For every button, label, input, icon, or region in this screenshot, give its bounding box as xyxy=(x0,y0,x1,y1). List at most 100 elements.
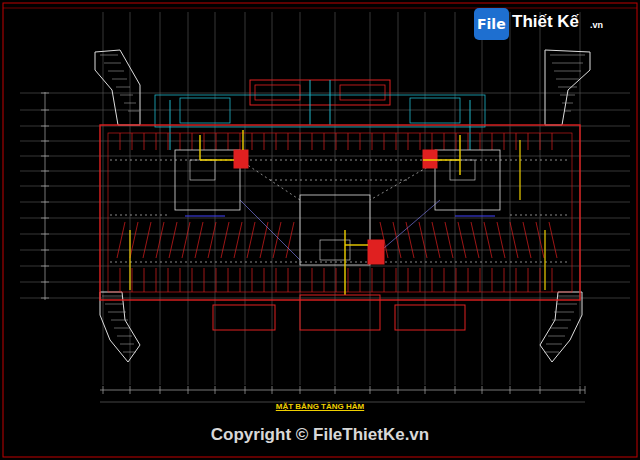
drawing-line xyxy=(200,159,234,160)
drawing-line xyxy=(345,244,368,245)
drawing-rect xyxy=(213,305,275,330)
drawing-line xyxy=(188,12,189,385)
drawing-line xyxy=(240,200,300,260)
drawing-line xyxy=(456,268,457,292)
drawing-line xyxy=(168,133,169,150)
drawing-line xyxy=(372,133,373,150)
drawing-line xyxy=(204,133,205,150)
drawing-line xyxy=(130,386,131,394)
drawing-line xyxy=(552,320,571,321)
drawing-line xyxy=(471,222,479,258)
drawing-line xyxy=(348,133,349,150)
drawing-line xyxy=(41,298,49,299)
drawing-line xyxy=(169,222,177,258)
drawing-line xyxy=(120,344,134,345)
drawing-line xyxy=(20,110,630,111)
drawing-line xyxy=(132,133,133,150)
drawing-line xyxy=(20,282,630,283)
drawing-line xyxy=(20,202,630,203)
drawing-line xyxy=(482,12,483,385)
drawing-line xyxy=(272,386,273,394)
drawing-line xyxy=(484,222,492,258)
drawing-line xyxy=(564,111,571,112)
drawing-line xyxy=(504,268,505,292)
drawing-line xyxy=(103,12,104,385)
drawing-line xyxy=(105,304,124,305)
ramp-outline xyxy=(545,50,590,125)
drawing-rect xyxy=(180,98,230,123)
drawing-line xyxy=(300,133,301,150)
drawing-line xyxy=(260,222,268,258)
drawing-line xyxy=(41,171,49,172)
drawing-line xyxy=(108,312,126,313)
ramp-outline xyxy=(540,292,582,362)
drawing-line xyxy=(20,250,630,251)
drawing-line xyxy=(398,386,399,394)
drawing-line xyxy=(114,328,130,329)
drawing-line xyxy=(550,328,568,329)
drawing-line xyxy=(41,234,49,235)
drawing-line xyxy=(41,250,49,251)
drawing-line xyxy=(130,222,138,258)
drawing-line xyxy=(456,133,457,150)
drawing-line xyxy=(468,268,469,292)
drawing-rect xyxy=(450,160,475,180)
drawing-line xyxy=(180,133,181,150)
drawing-rect xyxy=(175,150,240,210)
drawing-line xyxy=(312,133,313,150)
drawing-line xyxy=(216,268,217,292)
drawing-rect xyxy=(3,3,637,457)
drawing-line xyxy=(41,126,49,127)
drawing-line xyxy=(192,268,193,292)
drawing-line xyxy=(510,215,570,216)
drawing-line xyxy=(406,222,414,258)
drawing-line xyxy=(168,268,169,292)
drawing-line xyxy=(112,79,127,80)
drawing-line xyxy=(182,222,190,258)
drawing-line xyxy=(458,222,466,258)
drawing-line xyxy=(41,141,49,142)
drawing-line xyxy=(330,80,331,125)
drawing-line xyxy=(276,268,277,292)
drawing-line xyxy=(519,140,520,200)
drawing-line xyxy=(335,12,336,385)
drawing-line xyxy=(552,268,553,292)
drawing-line xyxy=(245,386,246,394)
drawing-line xyxy=(516,133,517,150)
ramp-outline xyxy=(100,292,140,362)
drawing-line xyxy=(468,133,469,150)
drawing-line xyxy=(393,222,401,258)
drawing-line xyxy=(185,215,225,216)
drawing-line xyxy=(264,268,265,292)
drawing-line xyxy=(264,133,265,150)
drawing-rect xyxy=(108,133,572,292)
drawing-line xyxy=(20,266,630,267)
drawing-line xyxy=(192,133,193,150)
drawing-line xyxy=(41,93,49,94)
drawing-line xyxy=(552,63,583,64)
drawing-line xyxy=(216,133,217,150)
drawing-line xyxy=(544,230,545,290)
drawing-line xyxy=(195,222,203,258)
drawing-line xyxy=(360,268,361,292)
drawing-line xyxy=(459,135,460,175)
drawing-line xyxy=(252,268,253,292)
drawing-line xyxy=(123,352,136,353)
drawing-line xyxy=(580,386,581,394)
drawing-line xyxy=(384,133,385,150)
drawing-line xyxy=(396,268,397,292)
drawing-line xyxy=(540,12,541,385)
drawing-line xyxy=(199,135,200,160)
drawing-line xyxy=(20,186,630,187)
drawing-rect xyxy=(234,150,248,168)
drawing-line xyxy=(228,133,229,150)
drawing-line xyxy=(445,222,453,258)
drawing-line xyxy=(425,386,426,394)
drawing-line xyxy=(132,268,133,292)
drawing-line xyxy=(270,180,410,181)
drawing-line xyxy=(234,222,242,258)
drawing-line xyxy=(110,215,170,216)
drawing-line xyxy=(548,336,565,337)
logo-label: .vn xyxy=(590,20,603,30)
